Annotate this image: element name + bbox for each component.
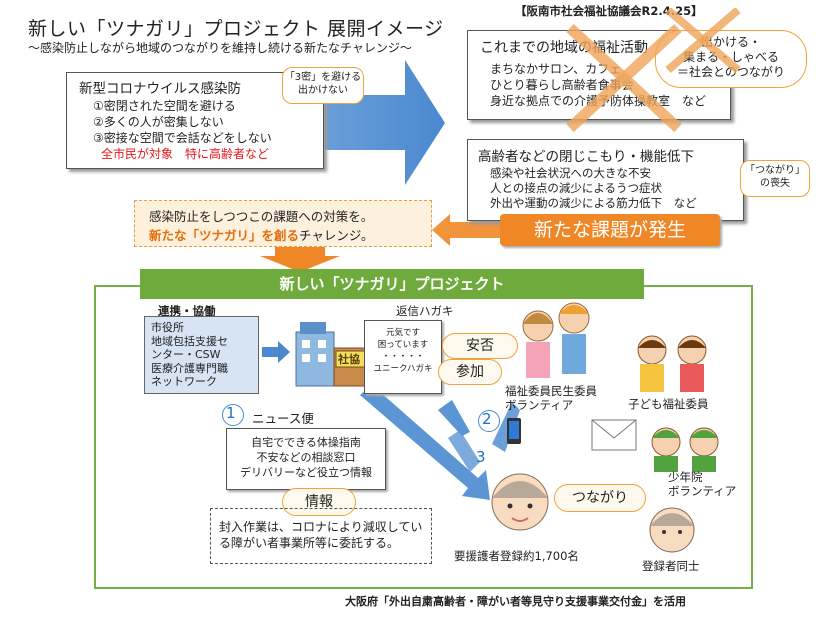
- children-label: 子ども福祉委員: [628, 397, 709, 411]
- corona-target: 全市民が対象 特に高齢者など: [101, 147, 270, 161]
- org-list: 市役所 地域包括支援セ ンター・CSW 医療介護専門職 ネットワーク: [144, 316, 259, 394]
- news-card: 自宅でできる体操指南 不安などの相談窓口 デリバリーなど役立つ情報: [226, 428, 386, 490]
- mitsu-bubble: 「3密」を避ける 出かけない: [282, 67, 364, 104]
- challenge-line-1: 感染防止をしつつこの課題への対策を。: [149, 209, 374, 224]
- card-line: ユニークハガキ: [373, 364, 433, 374]
- problem-item-3: 外出や運動の減少による筋力低下 など: [490, 196, 697, 210]
- building-icon: [295, 322, 369, 387]
- problem-heading: 高齢者などの閉じこもり・機能低下: [478, 149, 694, 165]
- corona-item-2: ②多くの人が密集しない: [93, 115, 224, 129]
- children-icon: [637, 335, 707, 392]
- previous-item-2: ひとり暮らし高齢者食事会: [490, 78, 634, 92]
- org-item: 地域包括支援セ: [151, 334, 228, 348]
- corona-item-1: ①密閉された空間を避ける: [93, 99, 236, 113]
- route-circle-1: [222, 404, 244, 426]
- youth-label: 少年院 ボランティア: [668, 470, 736, 498]
- page-subtitle: ～感染防止しながら地域のつながりを維持し続ける新たなチャレンジ～: [28, 41, 412, 55]
- org-item: ンター・CSW: [151, 348, 221, 361]
- arrow-3: [448, 430, 480, 472]
- card-line: 元気です: [385, 328, 420, 338]
- footer-note: 大阪府「外出自粛高齢者・障がい者等見守り支援事業交付金」を活用: [345, 595, 686, 608]
- registrant-icon: [649, 507, 695, 553]
- card-line: ・・・・・: [381, 352, 425, 362]
- org-item: ネットワーク: [151, 375, 217, 388]
- arrow-2: [492, 402, 520, 452]
- collab-label: 連携・協働: [158, 304, 216, 318]
- tsunagari-tag: つながり: [554, 484, 646, 512]
- previous-item-1: まちなかサロン、カフェ: [490, 62, 622, 76]
- org-item: 市役所: [151, 321, 184, 334]
- elder-icon: [491, 473, 549, 531]
- info-tag: 情報: [282, 488, 356, 516]
- youth-icon: [651, 427, 719, 472]
- problem-box: 高齢者などの閉じこもり・機能低下 感染や社会状況への大きな不安 人との接点の減少…: [467, 139, 744, 221]
- cross-out-icon: [566, 8, 741, 133]
- youth-line-1: 少年院: [668, 470, 703, 484]
- minsei-line-2: ボランティア: [505, 398, 574, 412]
- challenge-emphasis: 新たな「ツナガリ」を創る: [149, 228, 300, 243]
- new-issue-banner: 新たな課題が発生: [500, 214, 720, 246]
- page-title: 新しい「ツナガリ」プロジェクト 展開イメージ: [28, 18, 444, 40]
- arrow-reply: [438, 400, 470, 436]
- down-arrow: [260, 246, 340, 272]
- main-right-arrow: [322, 60, 445, 185]
- card-line: 困っています: [377, 340, 429, 350]
- problem-item-2: 人との接点の減少によるうつ症状: [490, 181, 663, 195]
- org-arrow: [262, 341, 290, 363]
- challenge-box: 感染防止をしつつこの課題への対策を。 新たな「ツナガリ」を創るチャレンジ。: [134, 200, 432, 247]
- source-label: 【阪南市社会福祉協議会R2.4.25】: [515, 4, 703, 18]
- building-sign: 社協: [338, 353, 360, 366]
- volunteer-people-icon: [522, 302, 590, 378]
- corona-heading: 新型コロナウイルス感染防: [79, 81, 241, 97]
- minsei-line-1: 福祉委員民生委員: [505, 384, 597, 398]
- loss-bubble: 「つながり」 の喪失: [740, 160, 810, 197]
- reply-label: 返信ハガキ: [396, 304, 454, 318]
- support-label: 要援護者登録約1,700名: [454, 549, 579, 563]
- youth-line-2: ボランティア: [668, 484, 737, 498]
- arrow-news: [360, 385, 490, 500]
- registrants-label: 登録者同士: [642, 559, 700, 573]
- challenge-rest: チャレンジ。: [299, 228, 374, 243]
- outsourcing-note: 封入作業は、コロナにより減収している障がい者事業所等に委託する。: [210, 508, 432, 564]
- news-item: 自宅でできる体操指南: [251, 436, 361, 449]
- phone-icon: [507, 418, 521, 444]
- previous-heading: これまでの地域の福祉活動: [480, 40, 648, 56]
- corona-item-3: ③密接な空間で会話などをしない: [93, 131, 272, 145]
- news-item: 不安などの相談窓口: [256, 451, 356, 464]
- route-circle-2: [478, 410, 500, 432]
- news-item: デリバリーなど役立つ情報: [240, 466, 372, 479]
- problem-item-1: 感染や社会状況への大きな不安: [490, 166, 651, 180]
- news-title: ニュース便: [252, 411, 314, 426]
- sanka-tag: 参加: [438, 359, 502, 385]
- project-title: 新しい「ツナガリ」プロジェクト: [140, 269, 644, 299]
- left-arrow: [432, 214, 500, 246]
- anpi-tag: 安否: [442, 333, 518, 359]
- route-number-3: 3: [476, 448, 486, 466]
- org-item: 医療介護専門職: [151, 361, 228, 375]
- envelope-icon: [591, 419, 637, 451]
- corona-measures-box: 新型コロナウイルス感染防 ①密閉された空間を避ける ②多くの人が密集しない ③密…: [66, 72, 324, 169]
- minsei-label: 福祉委員民生委員 ボランティア: [505, 384, 597, 412]
- reply-card: 元気です 困っています ・・・・・ ユニークハガキ: [364, 320, 442, 394]
